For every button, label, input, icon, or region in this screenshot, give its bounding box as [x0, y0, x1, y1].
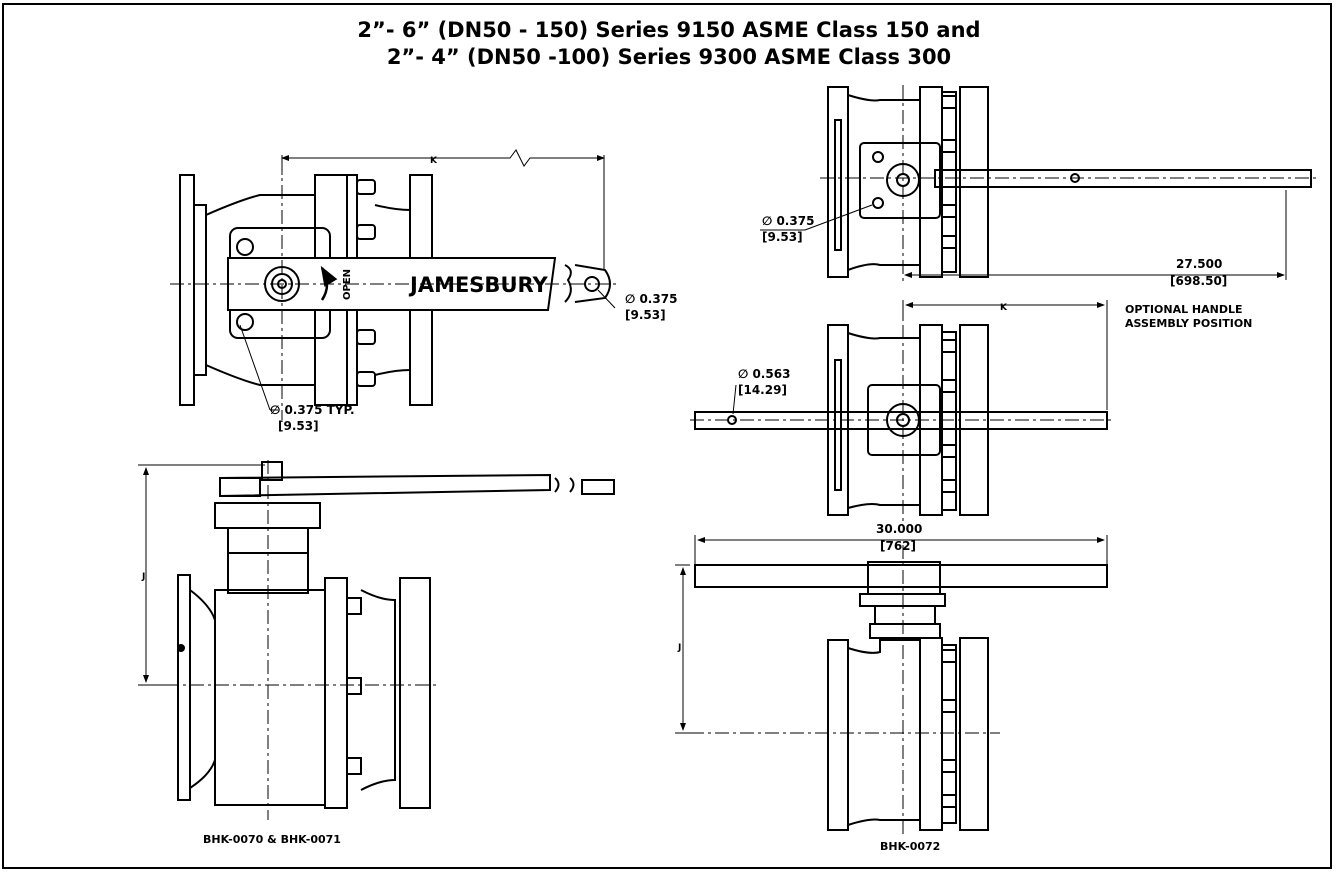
plan-view-right-top	[827, 86, 1312, 278]
dim-27500-mm: [698.50]	[1170, 274, 1227, 288]
dim-j-right: J	[677, 643, 681, 653]
hole-dia-right-top-mm: [9.53]	[762, 230, 803, 244]
hole-dia-563-mm: [14.29]	[738, 383, 787, 397]
dim-j-left: J	[141, 572, 145, 582]
elevation-view-left	[177, 461, 615, 809]
hole-dia-typ-mm: [9.53]	[278, 419, 319, 433]
hole-dia-right-top: ∅ 0.375	[762, 214, 814, 228]
plan-view-left	[179, 174, 611, 406]
open-label: OPEN	[342, 269, 353, 300]
brand-jamesbury: JAMESBURY	[408, 273, 549, 297]
elevation-view-right	[694, 561, 1108, 831]
note-optional-line-2: ASSEMBLY POSITION	[1125, 317, 1252, 330]
hole-dia-left-mm: [9.53]	[625, 308, 666, 322]
hole-dia-563: ∅ 0.563	[738, 367, 790, 381]
drawing-title-line-2: 2”- 4” (DN50 -100) Series 9300 ASME Clas…	[386, 45, 952, 69]
caption-right: BHK-0072	[880, 840, 941, 853]
dim-k-top-left: K	[430, 156, 438, 166]
dim-k-right: K	[1000, 303, 1008, 313]
dim-30000-mm: [762]	[880, 539, 916, 553]
hole-dia-typ: ∅ 0.375 TYP.	[270, 403, 355, 417]
hole-dia-left: ∅ 0.375	[625, 292, 677, 306]
dim-27500: 27.500	[1176, 257, 1222, 271]
drawing-title-line-1: 2”- 6” (DN50 - 150) Series 9150 ASME Cla…	[357, 18, 981, 42]
drawing-border	[2, 3, 1332, 869]
caption-left: BHK-0070 & BHK-0071	[203, 833, 341, 846]
note-optional-line-1: OPTIONAL HANDLE	[1125, 303, 1243, 316]
dim-30000: 30.000	[876, 522, 922, 536]
